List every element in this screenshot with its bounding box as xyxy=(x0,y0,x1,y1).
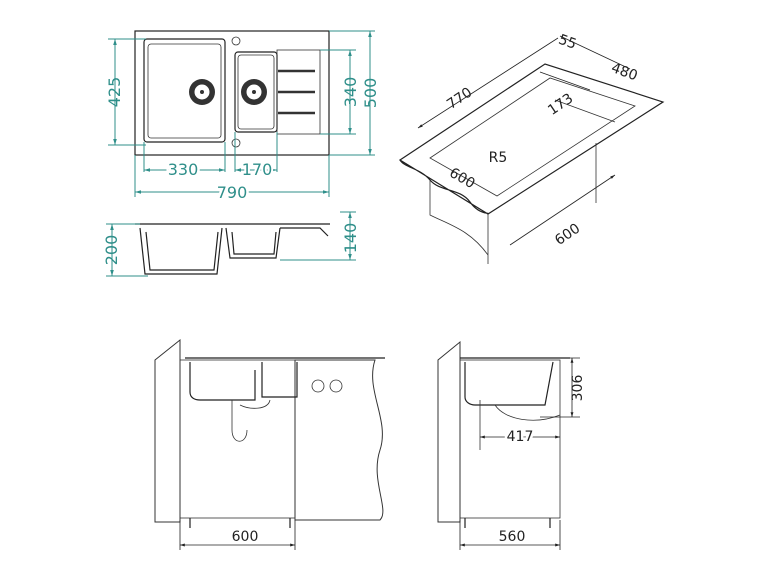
dim-small-bowl-depth: 340 xyxy=(341,77,360,108)
isometric-view: 770 55 480 173 R5 600 600 xyxy=(398,32,665,264)
dim-drain-offset: 417 xyxy=(507,429,534,445)
dim-radius: R5 xyxy=(489,150,508,166)
drain-icon xyxy=(241,79,267,105)
top-view: 425 340 500 330 170 790 xyxy=(105,30,380,205)
dim-cabinet-width: 600 xyxy=(232,529,259,545)
dim-small-height: 140 xyxy=(341,223,360,254)
front-install-view: 600 xyxy=(154,338,385,550)
dim-width-total: 790 xyxy=(217,183,248,202)
section-view: 200 140 xyxy=(102,211,360,277)
drain-icon xyxy=(189,79,215,105)
dim-height: 200 xyxy=(102,235,121,266)
dim-173: 173 xyxy=(545,91,576,119)
dim-edge: 55 xyxy=(556,32,578,53)
dim-cabinet-depth: 560 xyxy=(499,529,526,545)
dim-bowl-depth: 425 xyxy=(105,77,124,108)
dim-front: 600 xyxy=(446,165,477,192)
dim-small-bowl-width: 170 xyxy=(242,160,273,179)
dim-depth-total: 500 xyxy=(361,78,380,109)
dim-bowl-width: 330 xyxy=(168,160,199,179)
dim-cabinet: 600 xyxy=(552,221,583,249)
dim-depth: 480 xyxy=(609,60,640,84)
dim-sink-height: 306 xyxy=(570,375,586,402)
side-install-view: 306 417 560 xyxy=(437,340,586,550)
